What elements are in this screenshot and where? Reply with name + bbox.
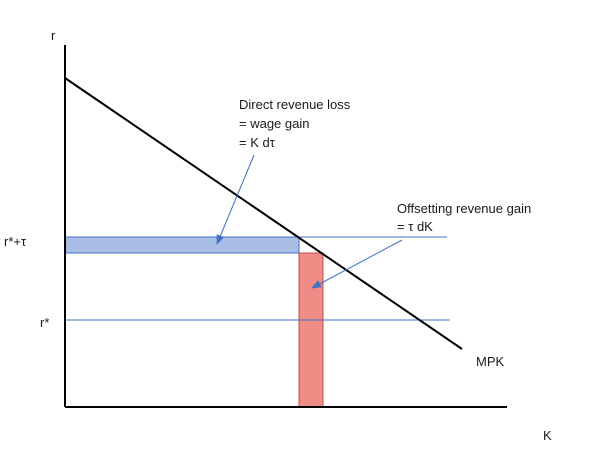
- direct-loss-rect: [64, 236, 300, 254]
- direct-loss-text-line2: = wage gain: [239, 116, 309, 131]
- x-axis-label: K: [543, 428, 552, 443]
- direct-loss-text-line1: Direct revenue loss: [239, 97, 351, 112]
- offset-gain-arrow: [311, 239, 403, 289]
- tick-label-r-star: r*: [40, 315, 49, 330]
- direct-loss-text-line3: = K dτ: [239, 135, 276, 150]
- offset-gain-text-line2: = τ dK: [397, 219, 433, 234]
- mpk-curve: [64, 77, 463, 350]
- tick-label-r-plus-tau: r*+τ: [4, 234, 27, 249]
- offset-gain-rect: [298, 252, 324, 408]
- mpk-curve-label: MPK: [476, 354, 505, 369]
- y-axis-label: r: [51, 28, 56, 43]
- direct-loss-arrow: [216, 154, 255, 245]
- offset-gain-text-line1: Offsetting revenue gain: [397, 201, 531, 216]
